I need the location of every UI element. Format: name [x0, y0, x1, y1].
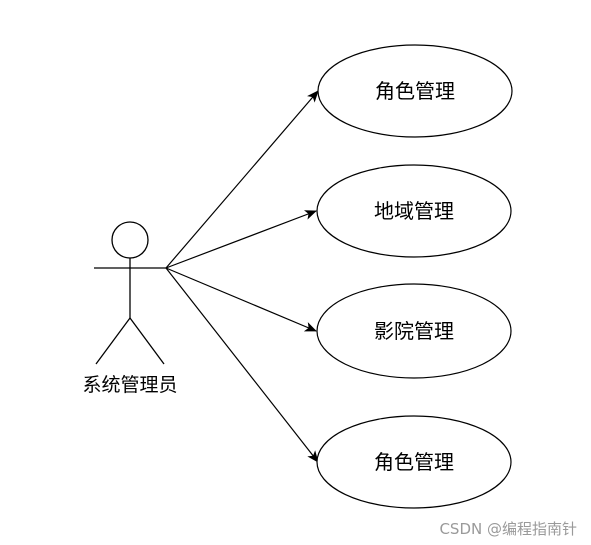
use-case-ellipse-1	[317, 44, 513, 138]
actor-left-leg	[95, 317, 131, 365]
use-case-label-3: 影院管理	[374, 319, 454, 343]
use-case-label-2: 地域管理	[374, 199, 454, 223]
use-case-ellipse-4	[316, 415, 512, 509]
association-arrow-4	[165, 267, 319, 463]
association-arrow-1	[165, 90, 319, 269]
actor-figure	[94, 221, 166, 365]
use-case-label-4: 角色管理	[374, 450, 454, 474]
actor-head	[111, 221, 149, 259]
watermark-text: CSDN @编程指南针	[439, 520, 577, 538]
use-case-ellipse-2	[316, 164, 512, 258]
actor-label: 系统管理员	[82, 374, 178, 396]
association-arrow-2	[165, 210, 317, 269]
use-case-ellipse-3	[316, 283, 512, 379]
actor-right-leg	[129, 317, 165, 365]
association-arrow-3	[165, 267, 317, 332]
use-case-label-1: 角色管理	[375, 79, 455, 103]
